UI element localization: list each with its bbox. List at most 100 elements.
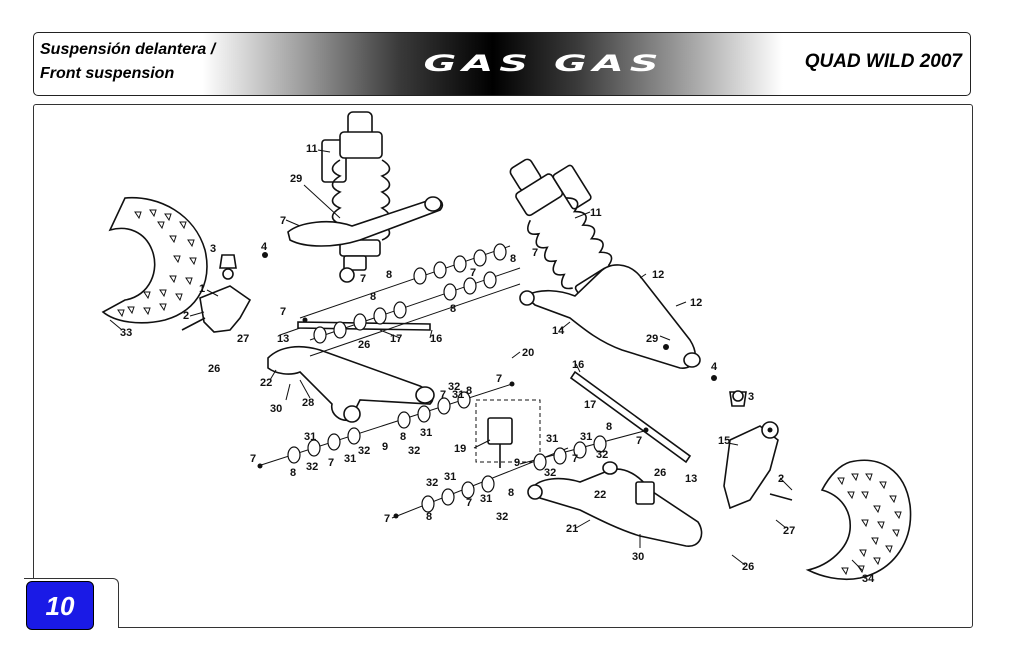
callout-31g: 31 — [546, 433, 558, 445]
bushings — [287, 243, 607, 513]
callout-5: 7 — [280, 215, 286, 227]
callout-3: 3 — [210, 243, 216, 255]
callout-28: 27 — [237, 333, 249, 345]
callout-7a: 7 — [280, 306, 286, 318]
callout-8i: 8 — [508, 487, 514, 499]
callout-27: 26 — [208, 363, 220, 375]
callout-15b: 16 — [572, 359, 584, 371]
callout-8f: 8 — [400, 431, 406, 443]
callout-4: 4 — [261, 241, 268, 253]
callout-5b: 7 — [360, 273, 366, 285]
left-shock-absorber — [321, 111, 391, 283]
section-title-es: Suspensión delantera / — [40, 41, 216, 58]
callout-19: 20 — [522, 347, 534, 359]
callout-32e: 32 — [426, 477, 438, 489]
callout-20: 21 — [566, 523, 578, 535]
callout-13-right: 13 — [685, 473, 697, 485]
lower-right-a-arm — [527, 461, 703, 547]
callout-2-right: 2 — [778, 473, 784, 485]
callout-29-right: 29 — [646, 333, 658, 345]
callout-28-right: 27 — [783, 525, 795, 537]
callout-13: 13 — [277, 333, 289, 345]
callout-10-right: 11 — [590, 207, 602, 219]
callout-32f: 32 — [496, 511, 508, 523]
callout-31b: 31 — [344, 453, 356, 465]
callout-11b: 12 — [690, 297, 702, 309]
callout-31d: 31 — [452, 389, 464, 401]
callout-8g: 8 — [426, 511, 432, 523]
callout-16b: 17 — [584, 399, 596, 411]
leader-lines — [109, 149, 863, 571]
callout-21-right: 22 — [594, 489, 606, 501]
callout-22-right: 26 — [654, 467, 666, 479]
section-title-en: Front suspension — [40, 65, 175, 82]
callout-8a: 8 — [386, 269, 392, 281]
callout-31h: 31 — [580, 431, 592, 443]
callout-8e: 8 — [290, 467, 296, 479]
left-ball-joint — [219, 254, 237, 280]
right-ball-joint — [729, 390, 747, 407]
bolts — [257, 252, 773, 519]
model-name: QUAD WILD 2007 — [804, 51, 962, 72]
callout-5g: 7 — [572, 453, 578, 465]
callout-22: 26 — [358, 339, 370, 351]
callout-10-left: 11 — [306, 143, 318, 155]
callout-31e: 31 — [444, 471, 456, 483]
right-steering-knuckle — [723, 421, 793, 510]
page-number: 10 — [26, 581, 94, 630]
callout-labels: 11 11 29 29 7 7 7 7 7 7 7 3 3 4 4 1 2 2 … — [120, 143, 875, 585]
callout-7e: 7 — [496, 373, 502, 385]
callout-32g: 32 — [544, 467, 556, 479]
callout-32d: 32 — [408, 445, 420, 457]
callout-32h: 32 — [596, 449, 608, 461]
section-title: Suspensión delantera / Front suspension — [40, 38, 215, 86]
callout-31c: 31 — [420, 427, 432, 439]
callout-30: 30 — [270, 403, 282, 415]
callout-11a: 12 — [652, 269, 664, 281]
callout-5f: 7 — [466, 497, 472, 509]
callout-15a: 16 — [430, 333, 442, 345]
callout-33: 33 — [120, 327, 132, 339]
left-steering-knuckle — [181, 285, 252, 333]
callout-16: 17 — [390, 333, 402, 345]
callout-8d: 8 — [450, 303, 456, 315]
steering-column-detail — [475, 399, 541, 468]
left-brake-disc — [101, 196, 208, 324]
page-header: Suspensión delantera / Front suspension … — [33, 32, 971, 96]
callout-5d: 7 — [440, 389, 446, 401]
callout-27-right: 26 — [742, 561, 754, 573]
callout-8j: 8 — [466, 385, 472, 397]
callout-2: 2 — [183, 310, 189, 322]
callout-7f: 7 — [636, 435, 642, 447]
lower-left-a-arm — [267, 345, 435, 423]
callout-32a: 32 — [448, 381, 460, 393]
callout-4-right: 4 — [711, 361, 718, 373]
callout-5e: 7 — [328, 457, 334, 469]
callout-31f: 31 — [480, 493, 492, 505]
brand-logo: GAS GAS — [423, 51, 665, 77]
callout-31a: 31 — [304, 431, 316, 443]
callout-32c: 32 — [358, 445, 370, 457]
callout-3-right: 3 — [748, 391, 754, 403]
callout-1: 1 — [199, 283, 205, 295]
callout-12: 14 — [552, 325, 565, 337]
callout-14: 15 — [718, 435, 730, 447]
callout-8b: 8 — [510, 253, 516, 265]
callout-34: 34 — [862, 573, 875, 585]
callout-21: 22 — [260, 377, 272, 389]
upper-right-a-arm — [519, 264, 701, 369]
callout-32b: 32 — [306, 461, 318, 473]
callout-9b: 9 — [514, 457, 520, 469]
callout-7c: 7 — [250, 453, 256, 465]
callout-26: 28 — [302, 397, 314, 409]
upper-left-a-arm — [287, 196, 444, 247]
callout-7d: 7 — [384, 513, 390, 525]
callout-9a: 9 — [382, 441, 388, 453]
callout-8h: 8 — [606, 421, 612, 433]
exploded-diagram: 11 11 29 29 7 7 7 7 7 7 7 3 3 4 4 1 2 2 … — [101, 111, 912, 585]
callout-17: 19 — [454, 443, 466, 455]
callout-7b: 7 — [532, 247, 538, 259]
diagram-frame — [33, 104, 973, 628]
callout-8c: 8 — [370, 291, 376, 303]
callout-30-right: 30 — [632, 551, 644, 563]
